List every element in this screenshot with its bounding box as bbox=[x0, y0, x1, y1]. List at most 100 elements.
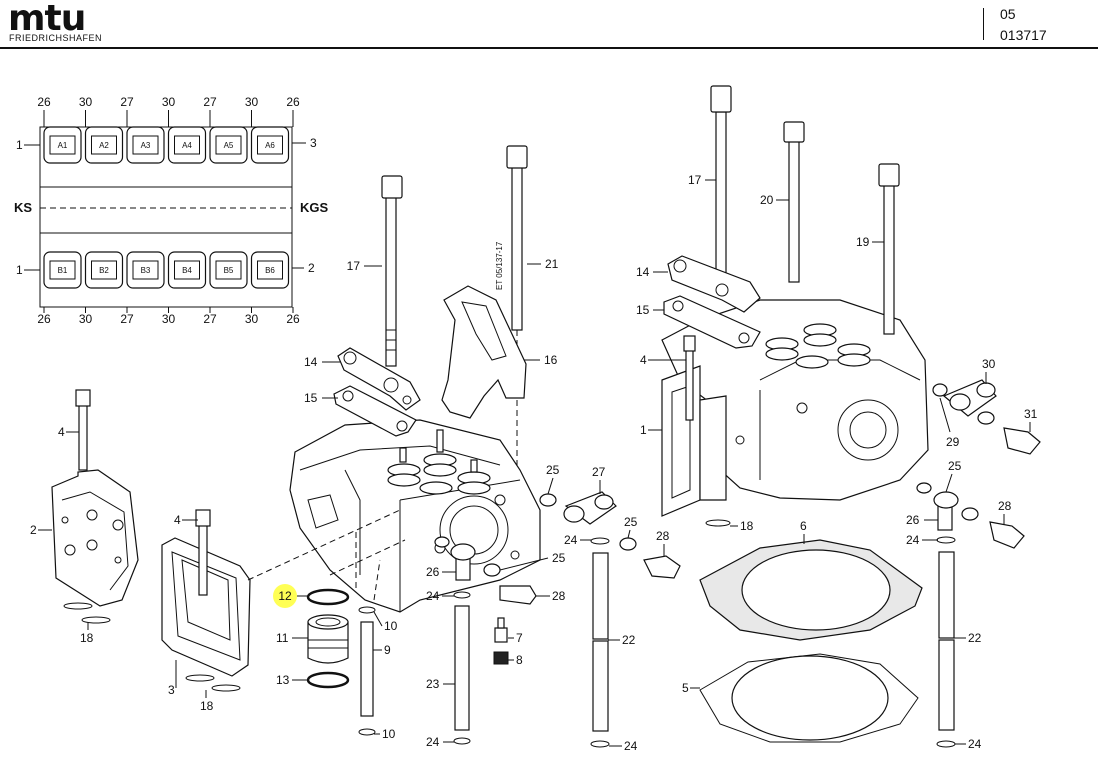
bolt-28a bbox=[499, 585, 537, 605]
leader bbox=[939, 397, 951, 433]
scheme-label-2: 2 bbox=[308, 261, 315, 275]
callout-28b: 28 bbox=[656, 529, 670, 543]
cylinder-label: B3 bbox=[141, 266, 151, 275]
scheme-label-1a: 1 bbox=[16, 138, 23, 152]
callout-25c: 25 bbox=[552, 551, 566, 565]
cylinder-head-center bbox=[289, 419, 541, 613]
brand-subtitle: FRIEDRICHSHAFEN bbox=[9, 33, 103, 43]
scheme-position-label: 30 bbox=[245, 95, 259, 109]
cylinder-cell-inner bbox=[215, 135, 242, 155]
callout-28c: 28 bbox=[998, 499, 1012, 513]
scheme-position-label: 26 bbox=[37, 95, 51, 109]
callout-24b: 24 bbox=[426, 589, 440, 603]
callout-26b: 26 bbox=[906, 513, 920, 527]
sealing-sleeve-group bbox=[306, 588, 350, 689]
cylinder-label: B1 bbox=[58, 266, 68, 275]
callout-14b: 14 bbox=[636, 265, 650, 279]
cylinder-label: A2 bbox=[99, 141, 109, 150]
callout-21: 21 bbox=[545, 257, 559, 271]
callout-16: 16 bbox=[544, 353, 558, 367]
callout-11: 11 bbox=[276, 631, 289, 645]
scheme-position-label: 27 bbox=[203, 95, 217, 109]
cylinder-cell-inner bbox=[49, 135, 76, 155]
callout-4c: 4 bbox=[640, 353, 647, 367]
plate-15-right bbox=[663, 295, 761, 349]
scheme-frame bbox=[39, 126, 293, 308]
leader bbox=[945, 473, 953, 493]
drawing-number: 013717 bbox=[1000, 27, 1047, 43]
callout-22a: 22 bbox=[622, 633, 636, 647]
cylinder-label: B5 bbox=[224, 266, 234, 275]
bolt-31 bbox=[1003, 427, 1041, 455]
cylinder-cell-inner bbox=[132, 135, 159, 155]
callout-2: 2 bbox=[30, 523, 37, 537]
callout-3: 3 bbox=[168, 683, 175, 697]
callout-29: 29 bbox=[946, 435, 960, 449]
cylinder-cell-inner bbox=[174, 135, 200, 155]
cover-3 bbox=[161, 509, 251, 692]
scheme-label-3: 3 bbox=[310, 136, 317, 150]
scheme-position-label: 27 bbox=[120, 312, 134, 326]
callout-24c: 24 bbox=[426, 735, 440, 749]
screw-4-shank bbox=[78, 404, 88, 471]
cylinder-label: A4 bbox=[182, 141, 192, 150]
callout-4b: 4 bbox=[174, 513, 181, 527]
cylinder-cell-inner bbox=[257, 135, 283, 155]
gasket-6 bbox=[699, 539, 923, 641]
header-separator bbox=[983, 8, 984, 40]
scheme-label-1b: 1 bbox=[16, 263, 23, 277]
tube-22-center bbox=[590, 537, 610, 748]
screw-4-shank-b bbox=[198, 524, 208, 596]
callout-25a: 25 bbox=[546, 463, 560, 477]
bolt-17-center bbox=[381, 175, 403, 367]
callout-10b: 10 bbox=[382, 727, 396, 741]
callout-18c: 18 bbox=[740, 519, 754, 533]
cylinder-label: A5 bbox=[224, 141, 234, 150]
cylinder-label: B6 bbox=[265, 266, 275, 275]
cover-1-right bbox=[661, 335, 731, 527]
section-number: 05 bbox=[1000, 6, 1016, 22]
callout-24a: 24 bbox=[564, 533, 578, 547]
scheme-position-label: 30 bbox=[79, 312, 93, 326]
callout-18b: 18 bbox=[200, 699, 214, 713]
callout-25d: 25 bbox=[948, 459, 962, 473]
cylinder-label: A1 bbox=[58, 141, 68, 150]
nipple-7 bbox=[494, 617, 508, 643]
bolt-19 bbox=[878, 163, 900, 335]
scheme-position-label: 30 bbox=[245, 312, 259, 326]
cylinder-cell-inner bbox=[132, 260, 159, 280]
highlight-marker bbox=[273, 584, 297, 608]
drawing-ref-vertical: ET 05/137-17 bbox=[495, 241, 504, 290]
ks-label: KS bbox=[14, 200, 32, 215]
cylinder-label: A3 bbox=[141, 141, 151, 150]
cylinder-label: B2 bbox=[99, 266, 109, 275]
scheme-position-label: 30 bbox=[79, 95, 93, 109]
rocker-14-center bbox=[337, 347, 421, 411]
callout-17a: 17 bbox=[347, 259, 361, 273]
callout-leaders bbox=[38, 179, 1031, 747]
scheme-position-label: 30 bbox=[162, 95, 176, 109]
assembly-dash-lines bbox=[247, 509, 406, 601]
gasket-5 bbox=[699, 653, 919, 743]
cylinder-cell-inner bbox=[257, 260, 283, 280]
callout-20: 20 bbox=[760, 193, 774, 207]
callout-17b: 17 bbox=[688, 173, 702, 187]
callout-23: 23 bbox=[426, 677, 440, 691]
bolt-28b bbox=[643, 555, 681, 579]
callout-7: 7 bbox=[516, 631, 523, 645]
callout-28a: 28 bbox=[552, 589, 566, 603]
callout-12-highlighted: 12 bbox=[278, 589, 292, 603]
callout-25b: 25 bbox=[624, 515, 638, 529]
scheme-position-label: 27 bbox=[120, 95, 134, 109]
callout-18a: 18 bbox=[80, 631, 94, 645]
callout-1: 1 bbox=[640, 423, 647, 437]
cover-2 bbox=[51, 389, 139, 624]
callout-24e: 24 bbox=[906, 533, 920, 547]
cylinder-cell-inner bbox=[91, 135, 117, 155]
plug-8 bbox=[493, 651, 509, 665]
kgs-label: KGS bbox=[300, 200, 329, 215]
callout-15b: 15 bbox=[636, 303, 650, 317]
plate-15-center bbox=[333, 385, 417, 437]
